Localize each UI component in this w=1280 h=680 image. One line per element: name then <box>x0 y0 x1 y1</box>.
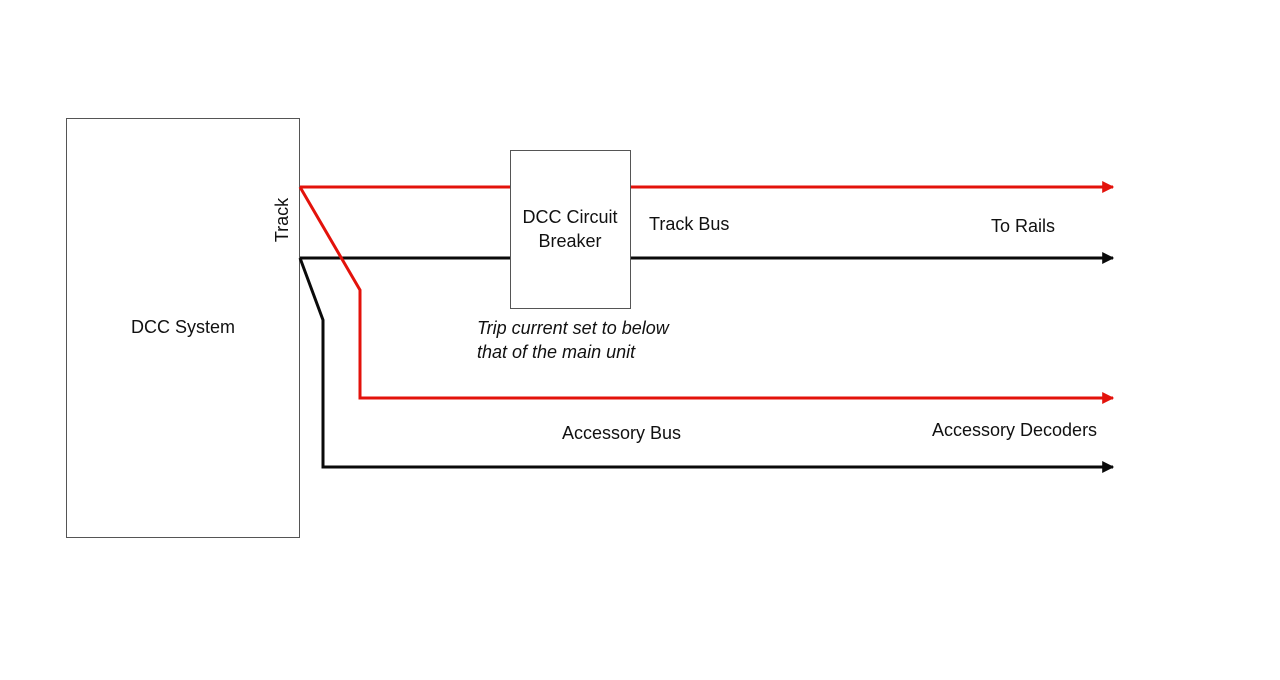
track-port-label: Track <box>272 197 292 242</box>
track-bus-label: Track Bus <box>649 214 729 234</box>
accessory-red-wire <box>298 186 1115 404</box>
circuit-breaker-box <box>510 150 631 309</box>
dcc-system-label: DCC System <box>131 317 235 337</box>
accessory-black-wire <box>298 257 1115 473</box>
circuit-breaker-label-line1: DCC Circuit <box>522 207 617 227</box>
to-rails-label: To Rails <box>991 216 1055 236</box>
circuit-breaker-label-line2: Breaker <box>538 231 601 251</box>
accessory-bus-label: Accessory Bus <box>562 423 681 443</box>
trip-note-line1: Trip current set to below <box>477 318 670 338</box>
accessory-decoders-label: Accessory Decoders <box>932 420 1097 440</box>
trip-note-line2: that of the main unit <box>477 342 636 362</box>
dcc-system-box <box>66 118 300 538</box>
